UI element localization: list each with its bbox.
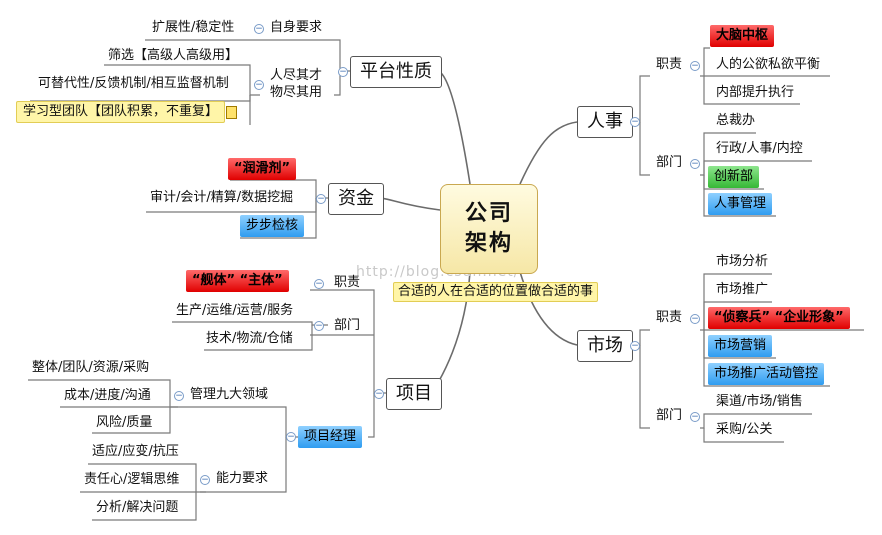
hr-dept[interactable]: 部门 [656, 155, 683, 170]
central-topic[interactable]: 公司 架构 [440, 184, 538, 274]
market-d1[interactable]: 市场分析 [716, 254, 769, 269]
collapse-icon[interactable]: − [254, 24, 264, 34]
collapse-icon[interactable]: − [286, 432, 296, 442]
project-n1[interactable]: 整体/团队/资源/采购 [32, 360, 150, 375]
project-n2[interactable]: 成本/进度/沟通 [64, 388, 151, 403]
collapse-icon[interactable]: − [254, 80, 264, 90]
central-topic-line1: 公司 [464, 201, 513, 226]
platform-filter[interactable]: 筛选【高级人高级用】 [108, 48, 239, 63]
collapse-icon[interactable]: − [374, 389, 384, 399]
market-p1[interactable]: 渠道/市场/销售 [716, 394, 803, 409]
platform-self-req[interactable]: 自身要求 [270, 20, 323, 35]
collapse-icon[interactable]: − [690, 159, 700, 169]
project-pm[interactable]: 项目经理 [298, 426, 363, 448]
hr-p1[interactable]: 总裁办 [716, 113, 756, 128]
market-d2[interactable]: 市场推广 [716, 282, 769, 297]
market-d3[interactable]: “侦察兵” “企业形象” [708, 307, 850, 329]
central-topic-line2: 架构 [464, 231, 513, 256]
central-note: 合适的人在合适的位置做合适的事 [393, 282, 599, 302]
topic-market[interactable]: 市场 [577, 330, 633, 362]
collapse-icon[interactable]: − [690, 412, 700, 422]
topic-platform[interactable]: 平台性质 [350, 56, 442, 88]
project-a2[interactable]: 责任心/逻辑思维 [84, 472, 180, 487]
hr-duty[interactable]: 职责 [656, 57, 683, 72]
project-n3[interactable]: 风险/质量 [96, 415, 153, 430]
collapse-icon[interactable]: − [314, 279, 324, 289]
collapse-icon[interactable]: − [630, 341, 640, 351]
capital-check[interactable]: 步步检核 [240, 215, 305, 237]
hr-d1[interactable]: 大脑中枢 [710, 25, 775, 47]
collapse-icon[interactable]: − [338, 67, 348, 77]
market-duty[interactable]: 职责 [656, 310, 683, 325]
market-d5[interactable]: 市场推广活动管控 [708, 363, 825, 385]
project-ability[interactable]: 能力要求 [216, 471, 269, 486]
collapse-icon[interactable]: − [174, 391, 184, 401]
market-dept[interactable]: 部门 [656, 408, 683, 423]
hr-p2[interactable]: 行政/人事/内控 [716, 141, 803, 156]
market-d4[interactable]: 市场营销 [708, 335, 773, 357]
hr-p3[interactable]: 创新部 [708, 166, 760, 188]
platform-talent[interactable]: 人尽其才 物尽其用 [270, 68, 323, 100]
capital-audit[interactable]: 审计/会计/精算/数据挖掘 [150, 190, 294, 205]
project-dept2[interactable]: 技术/物流/仓储 [206, 331, 293, 346]
hr-p4[interactable]: 人事管理 [708, 193, 773, 215]
capital-lube[interactable]: “润滑剂” [228, 158, 297, 180]
project-a3[interactable]: 分析/解决问题 [96, 500, 179, 515]
collapse-icon[interactable]: − [200, 475, 210, 485]
collapse-icon[interactable]: − [690, 61, 700, 71]
project-dept1[interactable]: 生产/运维/运营/服务 [176, 303, 294, 318]
collapse-icon[interactable]: − [630, 117, 640, 127]
hr-d3[interactable]: 内部提升执行 [716, 85, 795, 100]
topic-capital[interactable]: 资金 [328, 183, 384, 215]
project-dept[interactable]: 部门 [334, 318, 361, 333]
project-duty[interactable]: 职责 [334, 275, 361, 290]
note-icon[interactable] [226, 106, 237, 119]
project-nine[interactable]: 管理九大领域 [190, 387, 269, 402]
market-p2[interactable]: 采购/公关 [716, 422, 773, 437]
topic-hr[interactable]: 人事 [577, 106, 633, 138]
hr-d2[interactable]: 人的公欲私欲平衡 [716, 57, 821, 72]
platform-replace[interactable]: 可替代性/反馈机制/相互监督机制 [38, 76, 229, 91]
platform-learning[interactable]: 学习型团队【团队积累，不重复】 [16, 101, 226, 123]
collapse-icon[interactable]: − [316, 194, 326, 204]
collapse-icon[interactable]: − [690, 314, 700, 324]
platform-ext[interactable]: 扩展性/稳定性 [152, 20, 235, 35]
project-duty-val[interactable]: “舰体” “主体” [186, 270, 289, 292]
project-a1[interactable]: 适应/应变/抗压 [92, 444, 179, 459]
topic-project[interactable]: 项目 [386, 378, 442, 410]
collapse-icon[interactable]: − [314, 321, 324, 331]
